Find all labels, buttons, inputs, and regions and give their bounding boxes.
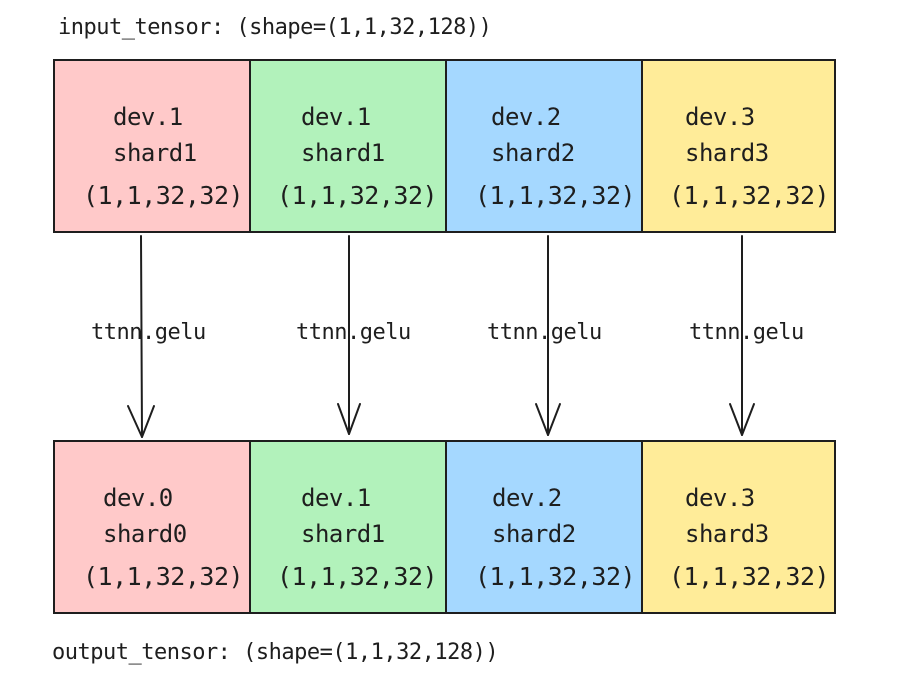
shard-label: shard3 xyxy=(685,520,769,548)
op-label-1: ttnn.gelu xyxy=(296,320,411,345)
shape-label: (1,1,32,32) xyxy=(277,562,438,591)
output-tensor-row: dev.0 shard0 (1,1,32,32) dev.1 shard1 (1… xyxy=(53,440,836,614)
shape-label: (1,1,32,32) xyxy=(277,181,438,210)
shard-label: shard2 xyxy=(491,139,575,167)
shape-label: (1,1,32,32) xyxy=(475,562,636,591)
input-shard-2: dev.2 shard2 (1,1,32,32) xyxy=(445,61,641,231)
shard-label: shard1 xyxy=(301,139,385,167)
input-tensor-caption: input_tensor: (shape=(1,1,32,128)) xyxy=(58,15,492,40)
op-label-2: ttnn.gelu xyxy=(487,320,602,345)
output-tensor-caption: output_tensor: (shape=(1,1,32,128)) xyxy=(52,640,499,665)
device-label: dev.1 xyxy=(113,103,183,131)
shape-label: (1,1,32,32) xyxy=(669,562,830,591)
shard-label: shard3 xyxy=(685,139,769,167)
shape-label: (1,1,32,32) xyxy=(475,181,636,210)
input-shard-3: dev.3 shard3 (1,1,32,32) xyxy=(641,61,834,231)
device-label: dev.1 xyxy=(301,484,371,512)
device-label: dev.3 xyxy=(685,103,755,131)
input-tensor-row: dev.1 shard1 (1,1,32,32) dev.1 shard1 (1… xyxy=(53,59,836,233)
shape-label: (1,1,32,32) xyxy=(83,181,244,210)
device-label: dev.2 xyxy=(491,103,561,131)
device-label: dev.0 xyxy=(103,484,173,512)
output-shard-1: dev.1 shard1 (1,1,32,32) xyxy=(249,442,445,612)
device-label: dev.3 xyxy=(685,484,755,512)
input-shard-1: dev.1 shard1 (1,1,32,32) xyxy=(249,61,445,231)
shape-label: (1,1,32,32) xyxy=(669,181,830,210)
output-shard-3: dev.3 shard3 (1,1,32,32) xyxy=(641,442,834,612)
op-label-3: ttnn.gelu xyxy=(689,320,804,345)
output-shard-2: dev.2 shard2 (1,1,32,32) xyxy=(445,442,641,612)
input-shard-0: dev.1 shard1 (1,1,32,32) xyxy=(55,61,249,231)
shard-label: shard2 xyxy=(492,520,576,548)
output-shard-0: dev.0 shard0 (1,1,32,32) xyxy=(55,442,249,612)
shard-label: shard1 xyxy=(301,520,385,548)
device-label: dev.1 xyxy=(301,103,371,131)
op-label-0: ttnn.gelu xyxy=(91,320,206,345)
shard-label: shard1 xyxy=(113,139,197,167)
device-label: dev.2 xyxy=(492,484,562,512)
shard-label: shard0 xyxy=(103,520,187,548)
shape-label: (1,1,32,32) xyxy=(83,562,244,591)
